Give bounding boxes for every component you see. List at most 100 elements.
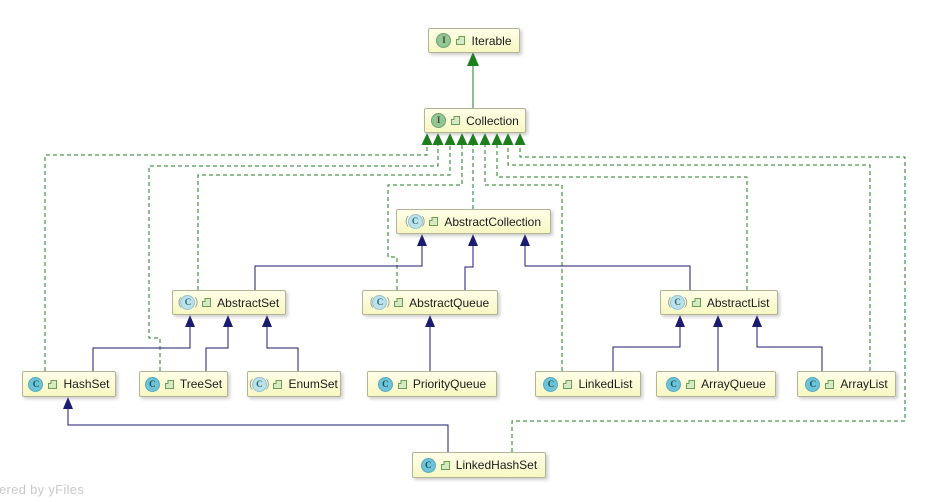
edge-abstractlist-collection (491, 133, 748, 290)
visibility-lock-icon (202, 298, 212, 307)
class-node-abstractlist[interactable]: (C) AbstractList (660, 290, 778, 315)
arrowhead-icon (514, 133, 526, 145)
abstract-class-icon: (C) (249, 376, 270, 392)
visibility-lock-icon (164, 379, 174, 389)
abstract-paren: ( (370, 297, 374, 308)
visibility-lock-icon (273, 379, 283, 389)
abstract-class-icon: (C) (404, 214, 426, 229)
edge-hashset-collection (44, 133, 433, 371)
arrowhead-icon (520, 234, 530, 246)
edge-treeset-collection (148, 133, 444, 371)
edge-arraylist-abstractlist (752, 315, 823, 371)
class-icon: C (28, 376, 44, 392)
edge-hashset-abstractset (92, 315, 195, 371)
class-node-collection[interactable]: I Collection (424, 108, 526, 133)
abstract-class-icon: (C) (370, 295, 390, 310)
arrowhead-icon (502, 133, 514, 145)
class-node-arrayqueue[interactable]: C ArrayQueue (656, 371, 776, 397)
abstract-paren: ( (249, 377, 253, 390)
abstract-paren: ) (265, 377, 270, 390)
edge-abstractcollection-collection (467, 133, 479, 209)
edge-abstractset-abstractcollection (254, 234, 427, 290)
class-name-label: Iterable (471, 33, 512, 48)
visibility-lock-icon (686, 379, 696, 389)
visibility-lock-icon (825, 379, 835, 389)
abstract-paren: ) (194, 296, 199, 308)
edge-arraylist-collection (502, 133, 871, 371)
visibility-lock-icon (394, 298, 404, 307)
class-node-linkedlist[interactable]: C LinkedList (535, 371, 641, 397)
arrowhead-icon (432, 133, 444, 145)
arrowhead-icon (444, 133, 456, 145)
interface-icon: I (431, 113, 447, 128)
arrowhead-icon (262, 315, 272, 327)
interface-icon: I (436, 33, 452, 48)
edge-linkedlist-abstractlist (612, 315, 685, 371)
edge-arrayqueue-abstractlist (713, 315, 723, 371)
class-node-hashset[interactable]: C HashSet (22, 371, 116, 397)
abstract-paren: ( (667, 297, 671, 308)
class-name-label: LinkedList (578, 377, 633, 391)
abstract-paren: ) (684, 296, 688, 308)
arrowhead-icon (456, 133, 468, 145)
arrowhead-icon (468, 234, 478, 246)
arrowhead-icon (223, 315, 233, 327)
abstract-paren: ( (178, 297, 182, 308)
visibility-lock-icon (456, 36, 466, 45)
visibility-lock-icon (48, 379, 58, 389)
abstract-paren: ) (421, 215, 426, 227)
arrowhead-icon (467, 133, 479, 145)
arrowhead-icon (417, 234, 427, 246)
class-icon: C (543, 376, 559, 392)
class-name-label: LinkedHashSet (455, 458, 538, 472)
class-node-enumset[interactable]: (C) EnumSet (247, 371, 341, 397)
class-name-label: ArrayList (840, 377, 888, 391)
arrowhead-icon (185, 315, 195, 327)
edge-abstractset-collection (197, 133, 456, 290)
abstract-class-icon: (C) (178, 295, 199, 310)
class-node-abstractqueue[interactable]: (C) AbstractQueue (362, 290, 498, 315)
edge-linkedlist-collection (479, 133, 563, 371)
class-node-priorityqueue[interactable]: C PriorityQueue (367, 371, 497, 397)
arrowhead-icon (467, 52, 479, 66)
class-node-treeset[interactable]: C TreeSet (139, 371, 228, 397)
arrowhead-icon (675, 315, 685, 327)
class-icon: C (805, 376, 821, 392)
class-icon: C (666, 376, 682, 392)
class-node-abstractcollection[interactable]: (C) AbstractCollection (396, 209, 551, 234)
edge-linkedhashset-collection (511, 133, 906, 452)
arrowhead-icon (421, 133, 433, 145)
edge-priorityqueue-abstractqueue (425, 315, 435, 371)
class-name-label: ArrayQueue (701, 377, 766, 391)
class-node-arraylist[interactable]: C ArrayList (797, 371, 896, 397)
class-node-linkedhashset[interactable]: C LinkedHashSet (412, 452, 546, 478)
edge-enumset-abstractset (262, 315, 299, 371)
class-node-abstractset[interactable]: (C) AbstractSet (172, 290, 286, 315)
class-name-label: TreeSet (179, 377, 223, 391)
class-name-label: AbstractCollection (444, 214, 542, 229)
class-icon: C (377, 376, 393, 392)
arrowhead-icon (713, 315, 723, 327)
visibility-lock-icon (563, 379, 573, 389)
class-icon: C (144, 376, 160, 392)
visibility-lock-icon (440, 460, 450, 470)
edge-abstractqueue-collection (387, 133, 468, 290)
class-name-label: HashSet (63, 377, 110, 391)
visibility-lock-icon (429, 217, 439, 226)
class-node-iterable[interactable]: I Iterable (428, 28, 520, 53)
arrowhead-icon (425, 315, 435, 327)
class-name-label: Collection (466, 113, 519, 128)
class-name-label: AbstractList (706, 295, 770, 310)
class-name-label: AbstractSet (217, 295, 280, 310)
class-name-label: AbstractQueue (409, 295, 490, 310)
edge-linkedhashset-hashset (63, 397, 449, 452)
yfiles-watermark: ered by yFiles (0, 482, 85, 497)
abstract-paren: ( (404, 215, 409, 227)
edge-abstractlist-abstractcollection (520, 234, 691, 290)
class-icon: C (420, 457, 436, 473)
abstract-class-icon: (C) (667, 295, 688, 310)
edge-collection-iterable (467, 52, 479, 108)
arrowhead-icon (63, 397, 73, 409)
